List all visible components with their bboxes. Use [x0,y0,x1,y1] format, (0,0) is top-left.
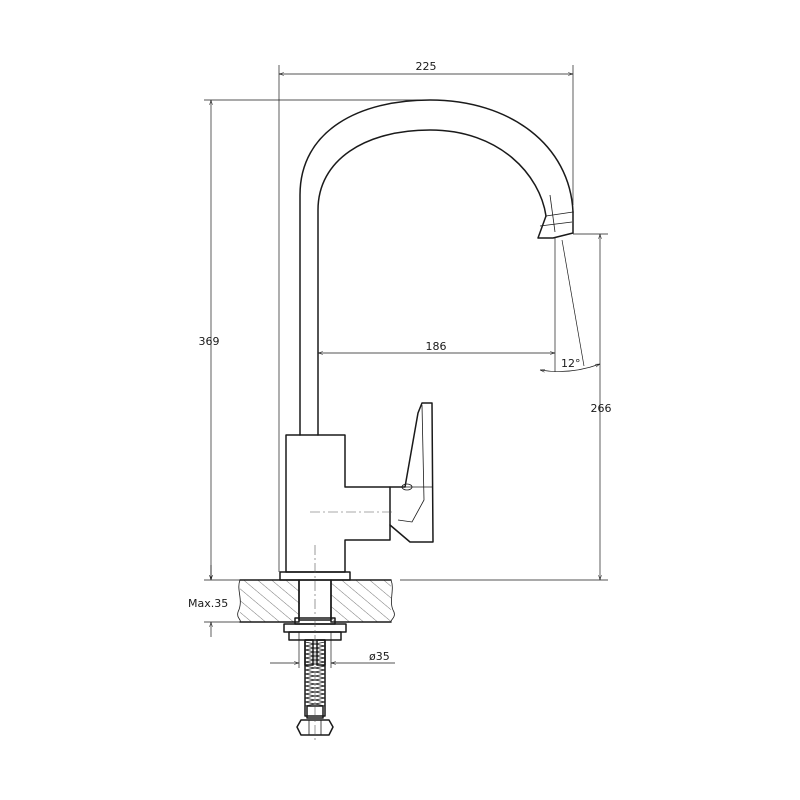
dimension-total-width: 225 [278,60,574,572]
dimension-diameter35-label: ø35 [369,650,390,663]
dimension-max35-label: Max.35 [188,597,228,610]
spout-inner-contour [317,129,547,436]
dimension-hole-diameter: ø35 [270,632,395,668]
dimension-369-label: 369 [199,335,220,348]
dimension-266-label: 266 [591,402,612,415]
countertop-section [237,579,395,623]
dimension-12deg-label: 12° [561,357,581,370]
dimension-spout-reach: 186 [318,238,556,372]
dimension-spout-height: 266 [400,233,612,581]
dimension-total-height: 369 [199,99,430,581]
valve-body [285,434,391,573]
dimension-225-label: 225 [416,60,437,73]
spout-outer-contour [299,99,574,436]
hose-hex-nut [296,719,334,736]
dimension-186-label: 186 [426,340,447,353]
faucet-outline [279,99,574,736]
dimension-spout-angle: 12° [540,239,600,372]
spout-nozzle [537,211,574,239]
lever-handle [389,402,434,543]
dimension-max-counter-thickness: Max.35 [188,565,240,637]
